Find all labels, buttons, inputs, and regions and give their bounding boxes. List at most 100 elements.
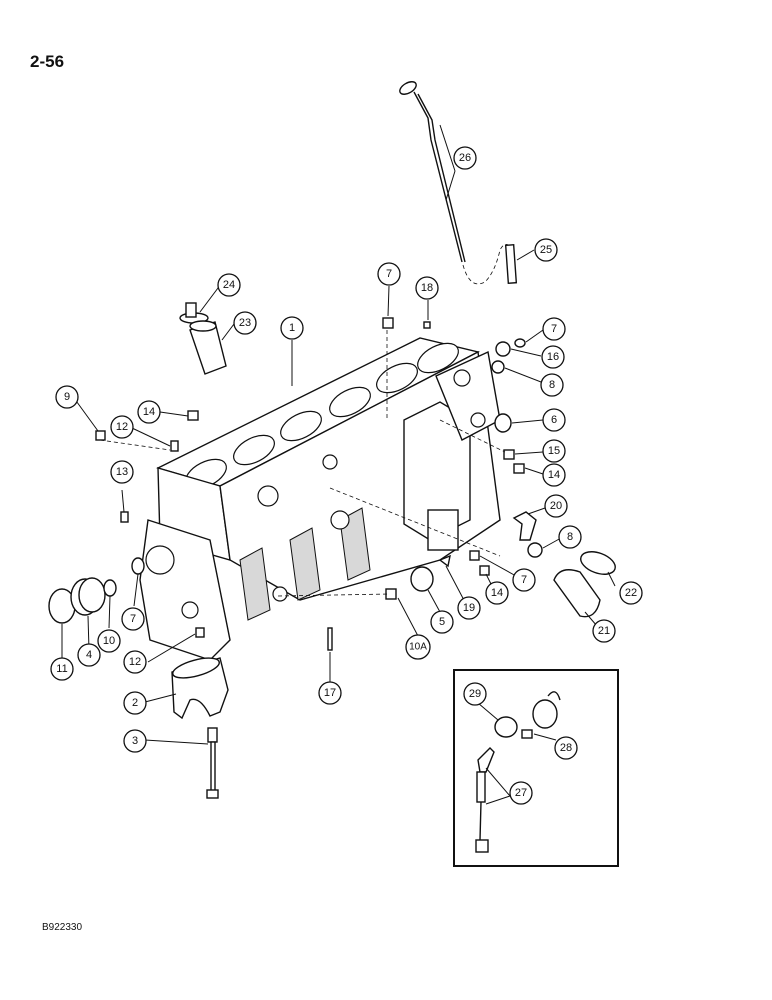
svg-text:23: 23	[239, 317, 251, 329]
callout-17: 17	[318, 681, 342, 705]
callout-29: 29	[463, 682, 487, 706]
svg-text:11: 11	[56, 663, 67, 675]
elbow-20	[512, 511, 537, 541]
callout-9: 9	[55, 385, 79, 409]
svg-text:17: 17	[324, 687, 336, 699]
svg-text:12: 12	[129, 656, 141, 668]
svg-text:10: 10	[103, 635, 115, 647]
svg-text:14: 14	[548, 469, 560, 481]
svg-text:1: 1	[289, 322, 295, 334]
callout-16: 16	[541, 345, 565, 369]
plug-16	[495, 341, 511, 357]
svg-text:15: 15	[548, 445, 560, 457]
svg-text:3: 3	[132, 735, 138, 747]
callout-8-top: 8	[540, 373, 564, 397]
filter-adapter	[179, 302, 227, 375]
callout-7-top: 7	[377, 262, 401, 286]
svg-text:8: 8	[549, 379, 555, 391]
callout-21: 21	[592, 619, 616, 643]
dowel-12-lower	[195, 627, 205, 638]
callout-18: 18	[415, 276, 439, 300]
plug-9	[95, 430, 106, 441]
plug-19	[438, 554, 451, 568]
svg-text:26: 26	[459, 152, 471, 164]
callout-28: 28	[554, 736, 578, 760]
plug-10	[103, 579, 117, 597]
o-ring-29	[494, 716, 518, 738]
svg-text:16: 16	[547, 351, 559, 363]
plug-15	[503, 449, 515, 460]
svg-text:21: 21	[598, 625, 610, 637]
page-number: 2-56	[30, 52, 65, 71]
dipstick	[399, 81, 466, 263]
plug-7-front	[131, 557, 145, 575]
callout-11: 11	[50, 657, 74, 681]
callout-13: 13	[110, 460, 134, 484]
svg-text:10A: 10A	[409, 642, 427, 653]
callout-2: 2	[123, 691, 147, 715]
svg-text:14: 14	[143, 406, 155, 418]
plug-7-top	[382, 317, 394, 329]
oil-pressure-sender-28	[521, 691, 561, 739]
svg-text:7: 7	[551, 323, 557, 335]
callout-14-top: 14	[137, 400, 161, 424]
hose-clamp-22	[580, 551, 616, 575]
svg-text:9: 9	[64, 391, 70, 403]
svg-text:14: 14	[491, 587, 503, 599]
callout-19: 19	[457, 596, 481, 620]
dipstick-tube	[462, 244, 518, 285]
main-bearing-bolt	[206, 727, 219, 799]
callout-15: 15	[542, 439, 566, 463]
svg-text:24: 24	[223, 279, 235, 291]
plug-18	[423, 321, 431, 329]
svg-text:7: 7	[130, 613, 136, 625]
callout-20: 20	[544, 494, 568, 518]
callout-14-right: 14	[542, 463, 566, 487]
callout-6: 6	[542, 408, 566, 432]
plug-8-top	[491, 360, 505, 374]
svg-text:8: 8	[567, 531, 573, 543]
plug-6	[494, 413, 512, 433]
hose-21	[553, 569, 601, 618]
svg-text:29: 29	[469, 688, 481, 700]
svg-text:6: 6	[551, 414, 557, 426]
callout-5: 5	[430, 610, 454, 634]
callout-10: 10	[97, 629, 121, 653]
pin-17	[327, 627, 333, 651]
plug-10a	[385, 588, 397, 600]
svg-text:7: 7	[521, 574, 527, 586]
callout-22: 22	[619, 581, 643, 605]
svg-text:22: 22	[625, 587, 637, 599]
plug-7-lower	[469, 550, 480, 561]
main-bearing-cap	[171, 657, 229, 720]
callout-4: 4	[77, 643, 101, 667]
svg-text:19: 19	[463, 602, 475, 614]
svg-text:27: 27	[515, 787, 527, 799]
callout-23: 23	[233, 311, 257, 335]
callout-24: 24	[217, 273, 241, 297]
svg-text:7: 7	[386, 268, 392, 280]
callout-8-lower: 8	[558, 525, 582, 549]
front-bushing-4	[70, 577, 106, 616]
callout-12-lower: 12	[123, 650, 147, 674]
callout-12-top: 12	[110, 415, 134, 439]
callout-1: 1	[280, 316, 304, 340]
callout-7-lower: 7	[512, 568, 536, 592]
plug-14-lower	[479, 565, 490, 576]
seal-5	[410, 566, 434, 592]
svg-text:5: 5	[439, 616, 445, 628]
callout-26: 26	[453, 146, 477, 170]
svg-text:28: 28	[560, 742, 572, 754]
engine-block	[139, 337, 501, 661]
pin-13	[120, 511, 129, 523]
svg-text:4: 4	[86, 649, 92, 661]
svg-text:2: 2	[132, 697, 138, 709]
callout-14-lower: 14	[485, 581, 509, 605]
svg-text:12: 12	[116, 421, 128, 433]
plug-8-lower	[527, 542, 543, 558]
plug-14-top	[187, 410, 199, 421]
callout-7-right: 7	[542, 317, 566, 341]
sensor-harness-27	[475, 747, 495, 853]
svg-text:20: 20	[550, 500, 562, 512]
